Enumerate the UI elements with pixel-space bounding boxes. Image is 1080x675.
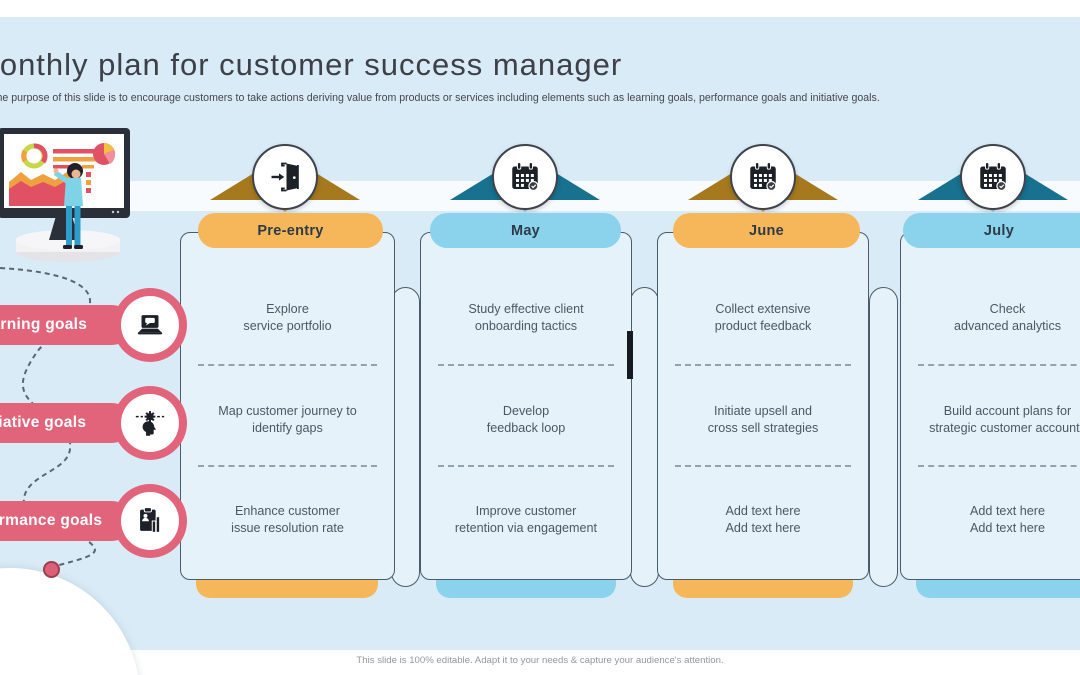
cell-separator xyxy=(438,364,614,366)
cursor-artifact-bar xyxy=(627,331,633,379)
column-label: July xyxy=(983,222,1015,239)
presenter-person xyxy=(53,163,83,249)
column-pill-pre-entry: Pre-entry xyxy=(198,213,383,248)
head-gear-icon xyxy=(135,411,165,436)
column-divider-capsule xyxy=(630,287,659,587)
column-divider-capsule xyxy=(391,287,420,587)
column-pill-june: June xyxy=(673,213,860,248)
slide-subtitle: The purpose of this slide is to encourag… xyxy=(0,91,880,104)
cell-separator xyxy=(675,465,851,467)
connector-end-dot xyxy=(43,561,60,578)
calendar-icon xyxy=(750,162,777,192)
goal-icon-inner xyxy=(121,492,179,550)
slide-title: Monthly plan for customer success manage… xyxy=(0,46,623,82)
column-pill-july: July xyxy=(903,213,1080,248)
cell-pre-entry-learning: Explore service portfolio xyxy=(243,301,332,333)
goal-row-label: Initiative goals xyxy=(0,414,87,431)
goal-icon-inner xyxy=(121,296,179,354)
cell-may-initiative: Develop feedback loop xyxy=(486,403,566,435)
calendar-icon xyxy=(512,162,539,192)
header-icon-circle xyxy=(492,144,558,210)
goal-row-label: Performance goals xyxy=(0,512,103,529)
cell-separator xyxy=(198,465,377,467)
cell-may-learning: Study effective client onboarding tactic… xyxy=(468,301,584,333)
clipboard-chart-icon xyxy=(140,507,161,533)
cell-july-learning: Check advanced analytics xyxy=(953,301,1062,333)
goal-row-label: Learning goals xyxy=(0,316,88,333)
goal-row-performance: Performance goals xyxy=(0,501,132,541)
goal-icon-circle xyxy=(113,288,187,362)
column-pill-may: May xyxy=(430,213,621,248)
presenter-illustration xyxy=(0,128,130,262)
header-icon-circle xyxy=(730,144,796,210)
cell-july-initiative: Build account plans for strategic custom… xyxy=(929,403,1080,435)
dashed-connector-line xyxy=(0,267,96,567)
cell-separator xyxy=(918,465,1080,467)
cell-june-performance: Add text here Add text here xyxy=(725,503,801,535)
header-icon-circle xyxy=(252,144,318,210)
door-entry-icon xyxy=(271,162,299,192)
column-label: Pre-entry xyxy=(257,222,324,239)
calendar-icon xyxy=(980,162,1007,192)
footer-note: This slide is 100% editable. Adapt it to… xyxy=(356,655,724,666)
column-label: June xyxy=(748,222,785,239)
column-card-may xyxy=(420,232,632,580)
column-card-june xyxy=(657,232,869,580)
cell-pre-entry-initiative: Map customer journey to identify gaps xyxy=(218,403,357,435)
cell-separator xyxy=(918,364,1080,366)
goal-icon-inner xyxy=(121,394,179,452)
column-card-pre-entry xyxy=(180,232,395,580)
cell-separator xyxy=(198,364,377,366)
header-icon-circle xyxy=(960,144,1026,210)
goal-icon-circle xyxy=(113,484,187,558)
column-divider-capsule xyxy=(869,287,898,587)
column-card-july xyxy=(900,232,1080,580)
cell-may-performance: Improve customer retention via engagemen… xyxy=(454,503,598,535)
legend-squares xyxy=(86,172,91,177)
goal-row-learning: Learning goals xyxy=(0,305,132,345)
cell-june-initiative: Initiate upsell and cross sell strategie… xyxy=(707,403,819,435)
cell-pre-entry-performance: Enhance customer issue resolution rate xyxy=(231,503,344,535)
column-label: May xyxy=(510,222,541,239)
goal-icon-circle xyxy=(113,386,187,460)
bar-lines xyxy=(53,149,103,154)
laptop-chat-icon xyxy=(137,315,163,335)
cell-june-learning: Collect extensive product feedback xyxy=(714,301,812,333)
cell-separator xyxy=(438,465,614,467)
goal-row-initiative: Initiative goals xyxy=(0,403,132,443)
cell-separator xyxy=(675,364,851,366)
cell-july-performance: Add text here Add text here xyxy=(970,503,1045,535)
